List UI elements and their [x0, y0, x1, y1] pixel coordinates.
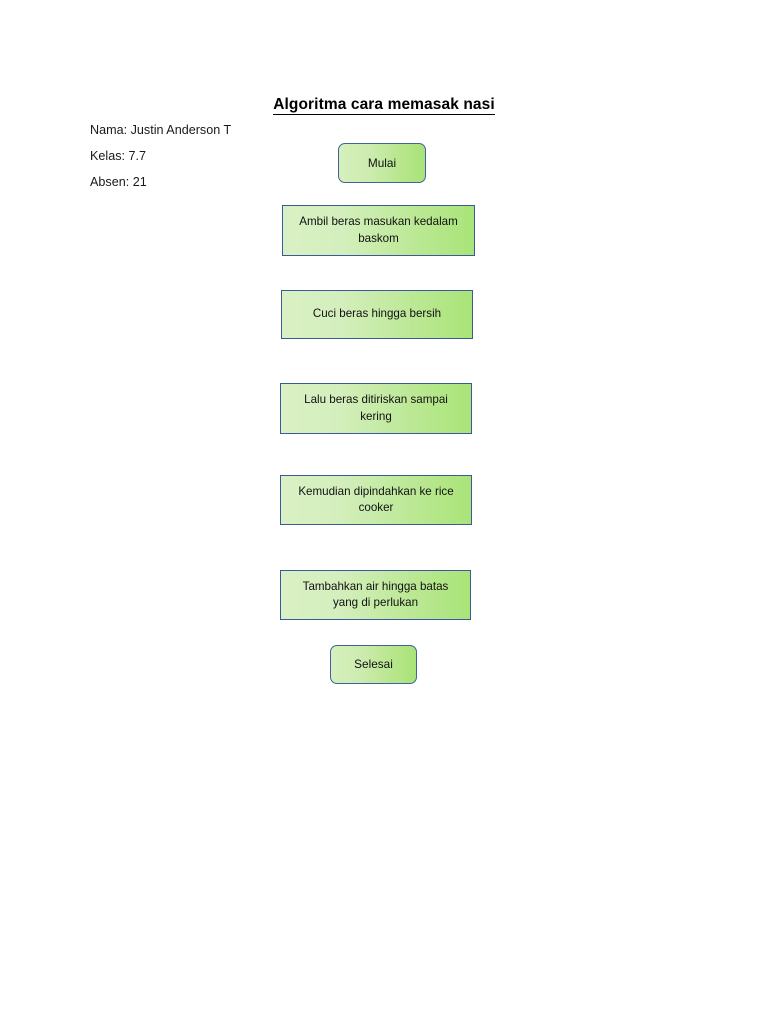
flow-node-step-4: Kemudian dipindahkan ke rice cooker — [280, 475, 472, 525]
flow-node-end-label: Selesai — [354, 657, 393, 672]
flow-node-start-label: Mulai — [367, 155, 397, 170]
flow-node-step-1-label: Ambil beras masukan kedalam baskom — [299, 215, 458, 245]
flow-node-step-2-label: Cuci beras hingga bersih — [312, 307, 442, 321]
flow-node-step-2: Cuci beras hingga bersih — [281, 290, 473, 339]
flow-node-step-5: Tambahkan air hingga batas yang di perlu… — [280, 570, 471, 620]
flow-node-end: Selesai — [330, 645, 417, 684]
flow-node-step-3-label: Lalu beras ditiriskan sampai kering — [304, 393, 448, 423]
flow-node-step-3: Lalu beras ditiriskan sampai kering — [280, 383, 472, 434]
student-info-block: Nama: Justin Anderson T Kelas: 7.7 Absen… — [90, 117, 231, 195]
student-name-line: Nama: Justin Anderson T — [90, 123, 232, 137]
flow-node-step-4-label: Kemudian dipindahkan ke rice cooker — [298, 484, 454, 515]
flow-node-step-1: Ambil beras masukan kedalam baskom — [282, 205, 475, 256]
student-number-line: Absen: 21 — [90, 175, 147, 189]
page-title-text: Algoritma cara memasak nasi — [273, 96, 495, 116]
page-title: Algoritma cara memasak nasi — [0, 96, 768, 116]
student-class-line: Kelas: 7.7 — [90, 149, 147, 163]
flow-node-step-5-label: Tambahkan air hingga batas yang di perlu… — [302, 579, 449, 610]
flow-node-start: Mulai — [338, 143, 426, 183]
